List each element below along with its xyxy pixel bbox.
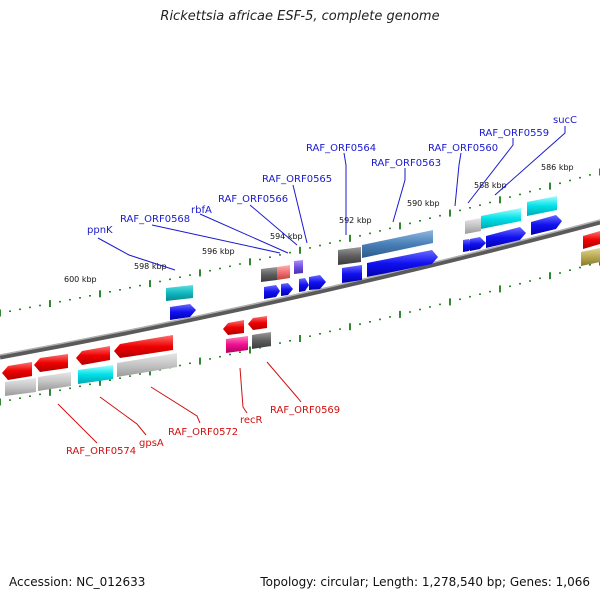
- gene-label-sucC[interactable]: sucC: [553, 115, 577, 126]
- gene-feature[interactable]: [166, 285, 196, 320]
- callout-line: [454, 152, 462, 207]
- genome-backbone: [0, 219, 600, 360]
- tick-label: 586 kbp: [541, 163, 574, 172]
- gene-label-RAF_ORF0560[interactable]: RAF_ORF0560: [428, 143, 498, 154]
- callout-line: [392, 168, 406, 223]
- forward-features: [166, 196, 600, 320]
- gene-label-RAF_ORF0568[interactable]: RAF_ORF0568: [120, 214, 190, 225]
- gene-label-recR[interactable]: recR: [240, 415, 263, 426]
- genome-backbone-highlight: [0, 219, 600, 356]
- gene-label-gpsA[interactable]: gpsA: [139, 438, 164, 449]
- callout-line: [343, 152, 347, 235]
- callout-line: [97, 237, 176, 271]
- map-title: Rickettsia africae ESF-5, complete genom…: [160, 9, 440, 24]
- callout-line: [150, 386, 201, 424]
- gene-label-RAF_ORF0569[interactable]: RAF_ORF0569: [270, 405, 340, 416]
- callout-line: [151, 224, 281, 254]
- gene-label-RAF_ORF0574[interactable]: RAF_ORF0574: [66, 446, 136, 457]
- gene-feature[interactable]: [463, 196, 600, 266]
- tick-label: 600 kbp: [64, 275, 97, 284]
- forward-gene-labels: [97, 126, 566, 271]
- callout-line: [266, 361, 302, 403]
- callout-line: [467, 138, 514, 204]
- accession-text: Accession: NC_012633: [9, 575, 146, 589]
- gene-label-RAF_ORF0563[interactable]: RAF_ORF0563: [371, 158, 441, 169]
- gene-label-RAF_ORF0572[interactable]: RAF_ORF0572: [168, 427, 238, 438]
- genome-summary-text: Topology: circular; Length: 1,278,540 bp…: [260, 575, 590, 589]
- tick-label: 592 kbp: [339, 216, 372, 225]
- callout-line: [494, 126, 566, 196]
- callout-line: [57, 403, 98, 444]
- tick-label: 590 kbp: [407, 199, 440, 208]
- tick-label: 588 kbp: [474, 181, 507, 190]
- outer-tick-ring: [0, 168, 600, 317]
- callout-line: [199, 213, 289, 254]
- callout-line: [239, 367, 248, 414]
- callout-line: [249, 204, 298, 246]
- reverse-gene-labels: [57, 361, 302, 444]
- gene-label-rbfA[interactable]: rbfA: [191, 205, 212, 216]
- gene-feature[interactable]: [2, 335, 177, 396]
- gene-feature[interactable]: [223, 316, 271, 353]
- callout-line: [99, 396, 147, 436]
- gene-label-ppnK[interactable]: ppnK: [87, 225, 113, 236]
- tick-label: 598 kbp: [134, 262, 167, 271]
- gene-label-RAF_ORF0564[interactable]: RAF_ORF0564: [306, 143, 376, 154]
- gene-feature[interactable]: [261, 260, 326, 299]
- gene-label-RAF_ORF0565[interactable]: RAF_ORF0565: [262, 174, 332, 185]
- gene-feature[interactable]: [338, 230, 438, 283]
- reverse-features: [2, 316, 271, 396]
- tick-label: 596 kbp: [202, 247, 235, 256]
- gene-label-RAF_ORF0566[interactable]: RAF_ORF0566: [218, 194, 288, 205]
- callout-line: [292, 184, 308, 244]
- gene-label-RAF_ORF0559[interactable]: RAF_ORF0559: [479, 128, 549, 139]
